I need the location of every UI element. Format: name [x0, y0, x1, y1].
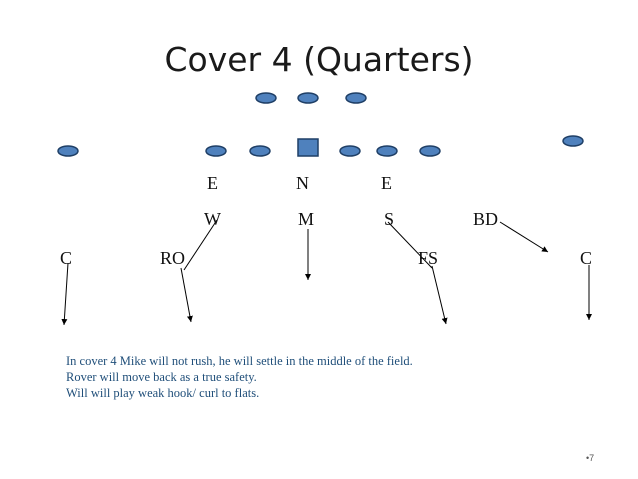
label-mike: M — [298, 209, 315, 229]
label-left-corner: C — [60, 248, 73, 268]
offense-lineman — [249, 145, 271, 157]
offense-backfield-player — [297, 92, 319, 104]
label-rover: RO — [160, 248, 186, 268]
note-line: Will will play weak hook/ curl to flats. — [66, 386, 260, 400]
offense-backfield-player — [345, 92, 367, 104]
label-will: W — [204, 209, 221, 229]
offense-lineman — [339, 145, 361, 157]
note-line: Rover will move back as a true safety. — [66, 370, 257, 384]
label-free-safety: FS — [418, 248, 439, 268]
boundary-route — [499, 221, 549, 253]
label-right-corner: C — [580, 248, 593, 268]
label-sam: S — [384, 209, 395, 229]
offense-center — [297, 138, 319, 157]
coverage-notes: In cover 4 Mike will not rush, he will s… — [66, 353, 413, 401]
offense-receiver — [57, 145, 79, 157]
label-boundary: BD — [473, 209, 499, 229]
offense-backfield-player — [255, 92, 277, 104]
offense-receiver — [562, 135, 584, 147]
offense-lineman — [376, 145, 398, 157]
corner-left-route — [61, 262, 69, 326]
page-number: •7 — [586, 453, 595, 463]
offense-lineman — [419, 145, 441, 157]
label-nose: N — [296, 173, 309, 193]
will-route — [183, 219, 218, 271]
offense-lineman — [205, 145, 227, 157]
free-safety-route — [431, 265, 448, 325]
rover-route — [180, 267, 193, 323]
note-line: In cover 4 Mike will not rush, he will s… — [66, 354, 413, 368]
sam-route — [387, 221, 433, 269]
label-right-end: E — [381, 173, 392, 193]
label-left-end: E — [207, 173, 218, 193]
slide-title: Cover 4 (Quarters) — [164, 40, 474, 79]
